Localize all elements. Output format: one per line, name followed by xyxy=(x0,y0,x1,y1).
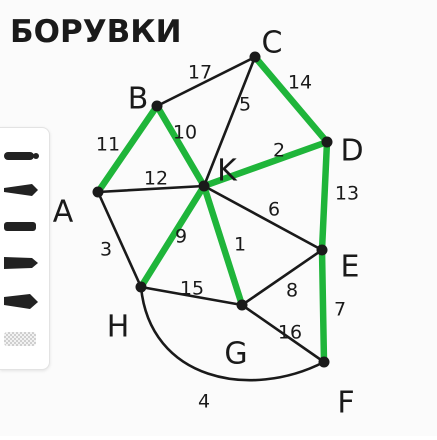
edge-weight-h-f: 4 xyxy=(198,391,210,413)
eraser-texture-icon[interactable] xyxy=(2,328,40,350)
node-g xyxy=(236,299,248,311)
node-k xyxy=(198,180,210,192)
diagram-title: БОРУВКИ xyxy=(10,14,182,50)
edge-g-f xyxy=(240,303,326,364)
tree-edge-k-g xyxy=(200,182,246,309)
node-label-a: A xyxy=(53,195,74,230)
pencil-brush-icon[interactable] xyxy=(2,216,40,236)
node-label-g: G xyxy=(224,337,247,372)
calligraphy-brush-icon[interactable] xyxy=(2,290,40,312)
tree-edge-k-h xyxy=(137,182,208,291)
edge-a-h xyxy=(96,190,143,289)
tree-edge-e-f xyxy=(318,246,328,366)
tree-edge-c-d xyxy=(251,53,331,146)
edge-weight-k-e: 6 xyxy=(268,199,280,221)
fountain-brush-icon[interactable] xyxy=(2,252,40,274)
brush-palette xyxy=(0,127,50,370)
edge-weight-d-e: 13 xyxy=(335,183,359,205)
node-label-d: D xyxy=(340,134,363,169)
node-h xyxy=(135,281,147,293)
node-label-h: H xyxy=(107,310,130,345)
edge-weight-e-f: 7 xyxy=(334,299,346,321)
edge-weight-b-c: 17 xyxy=(188,62,212,84)
edge-h-g xyxy=(139,285,244,307)
edge-weight-g-f: 16 xyxy=(278,322,302,344)
node-f xyxy=(318,356,330,368)
edge-weight-g-e: 8 xyxy=(286,280,298,302)
edge-c-k xyxy=(202,55,257,188)
edge-weight-k-g: 1 xyxy=(234,234,246,256)
edge-weight-a-h: 3 xyxy=(100,239,112,261)
tree-edge-b-k xyxy=(153,102,208,190)
tree-edge-b-a xyxy=(94,102,161,196)
node-d xyxy=(321,136,333,148)
node-e xyxy=(316,244,328,256)
edge-weight-h-g: 15 xyxy=(180,278,204,300)
tree-edge-k-d xyxy=(200,138,331,190)
edge-weight-c-k: 5 xyxy=(239,94,251,116)
edge-g-e xyxy=(240,248,324,307)
node-label-f: F xyxy=(337,386,354,421)
node-c xyxy=(249,51,261,63)
node-label-b: B xyxy=(128,82,149,117)
marker-brush-icon[interactable] xyxy=(2,180,40,200)
edge-a-k xyxy=(96,184,206,194)
edge-weight-b-k: 10 xyxy=(173,122,197,144)
edge-k-e xyxy=(202,184,324,252)
node-label-c: C xyxy=(262,26,283,61)
edge-weight-k-d: 2 xyxy=(273,140,285,162)
edge-weight-k-h: 9 xyxy=(175,226,187,248)
edge-b-c xyxy=(155,55,257,108)
node-a xyxy=(92,186,104,198)
node-label-e: E xyxy=(341,250,360,285)
edge-h-f xyxy=(139,285,326,382)
edge-weight-b-a: 11 xyxy=(96,134,120,156)
tree-edge-d-e xyxy=(318,138,331,254)
node-b xyxy=(151,100,163,112)
edge-weight-a-k: 12 xyxy=(144,168,168,190)
node-label-k: K xyxy=(217,154,238,189)
pen-brush-icon[interactable] xyxy=(2,146,40,164)
edge-weight-c-d: 14 xyxy=(288,72,312,94)
